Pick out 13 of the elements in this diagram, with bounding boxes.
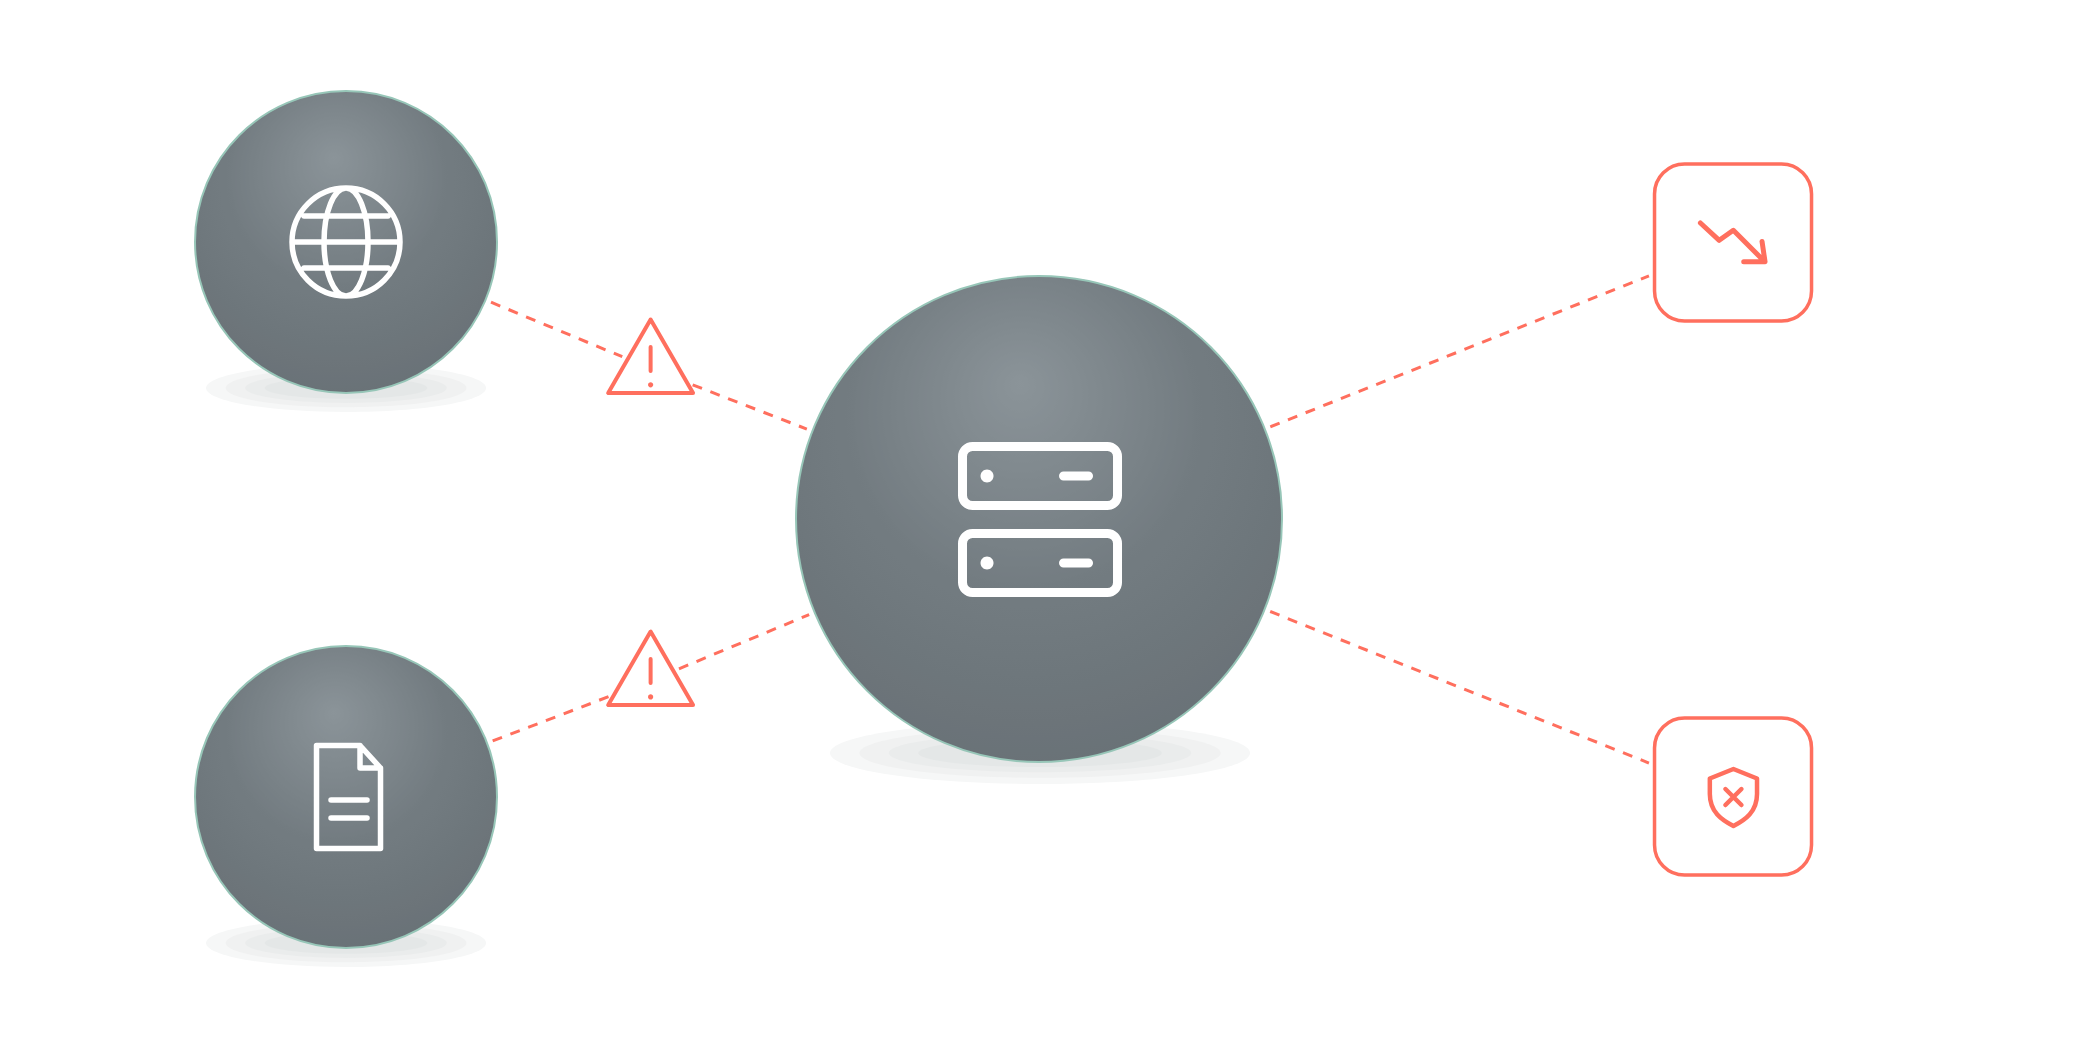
circle-node — [795, 275, 1283, 763]
circle-node — [194, 90, 498, 394]
dashed-line — [678, 613, 810, 671]
rounded-box — [1652, 162, 1814, 323]
rounded-box — [1652, 716, 1814, 877]
dashed-line — [1269, 274, 1650, 429]
dashed-line — [1269, 610, 1650, 765]
warning-triangle — [606, 317, 696, 395]
dashed-line — [692, 383, 808, 431]
dashed-line — [490, 300, 623, 359]
dashed-line — [492, 695, 610, 743]
warning-triangle — [606, 629, 696, 708]
circle-node — [194, 645, 498, 949]
